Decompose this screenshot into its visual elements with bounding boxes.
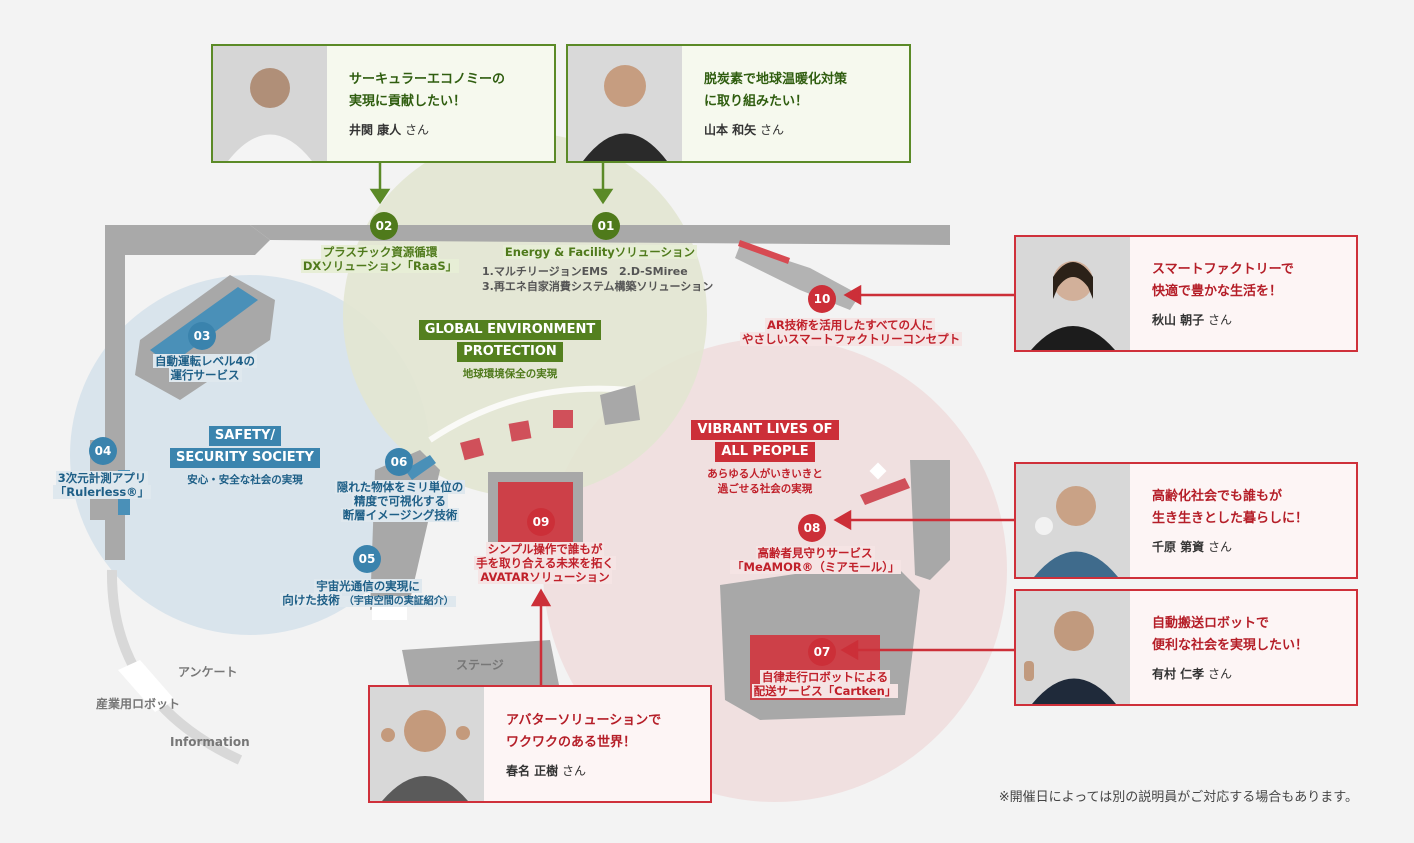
wall-left <box>105 225 270 560</box>
staff-message-line1: サーキュラーエコノミーの <box>349 72 506 87</box>
exhibit-01-number[interactable]: 01 <box>592 212 620 240</box>
exhibit-01-details: 1.マルチリージョンEMS 2.D-SMiree 3.再エネ自家消費システム構築… <box>482 265 714 293</box>
exhibit-10-label: AR技術を活用したすべての人に やさしいスマートファクトリーコンセプト <box>740 318 963 346</box>
exhibit-07-label: 自律走行ロボットによる 配送サービス「Cartken」 <box>751 670 899 698</box>
red-block-2 <box>508 420 532 442</box>
booth-08-screen <box>860 478 910 505</box>
theme-safety: SAFETY/ SECURITY SOCIETY 安心・安全な社会の実現 <box>160 424 330 487</box>
staff-message-line2: 快適で豊かな生活を！ <box>1152 284 1283 299</box>
stage-label: ステージ <box>456 658 504 672</box>
exhibit-03-number[interactable]: 03 <box>188 322 216 350</box>
exhibit-01-label: Energy & Facilityソリューション <box>502 245 698 259</box>
exhibit-06-label: 隠れた物体をミリ単位の 精度で可視化する 断層イメージング技術 <box>334 480 466 522</box>
staff-name: 秋山 朝子 <box>1152 313 1205 327</box>
staff-card: スマートファクトリーで快適で豊かな生活を！ 秋山 朝子 さん <box>1014 235 1358 352</box>
staff-suffix: さん <box>1208 667 1233 681</box>
staff-card: 自動搬送ロボットで便利な社会を実現したい！ 有村 仁孝 さん <box>1014 589 1358 706</box>
exhibit-04-number[interactable]: 04 <box>89 437 117 465</box>
person-icon <box>213 46 327 161</box>
staff-suffix: さん <box>562 763 587 778</box>
person-icon <box>1016 237 1130 350</box>
person-icon <box>1016 591 1130 704</box>
theme-lives: VIBRANT LIVES OF ALL PEOPLE あらゆる人がいきいきと過… <box>680 418 850 496</box>
staff-message-line1: 脱炭素で地球温暖化対策 <box>704 72 848 87</box>
robot-area-block <box>118 660 175 712</box>
center-arc <box>428 385 631 443</box>
accent-strip <box>738 240 790 264</box>
staff-name: 千原 第資 <box>1152 540 1205 554</box>
exhibit-05-number[interactable]: 05 <box>353 545 381 573</box>
green-arrows <box>369 162 614 205</box>
staff-photo <box>568 46 682 161</box>
staff-message-line2: 実現に貢献したい！ <box>349 94 467 109</box>
staff-suffix: さん <box>1208 540 1233 554</box>
staff-message-line2: ワクワクのある世界！ <box>506 734 637 750</box>
staff-message-line1: アバターソリューションで <box>506 712 662 728</box>
staff-message-line1: 自動搬送ロボットで <box>1152 616 1270 631</box>
person-icon <box>370 687 484 801</box>
staff-card: アバターソリューションでワクワクのある世界！ 春名 正樹 さん <box>368 685 712 803</box>
exhibit-03-label: 自動運転レベル4の 運行サービス <box>152 354 257 382</box>
staff-suffix: さん <box>760 123 785 137</box>
red-block-3 <box>553 410 573 428</box>
staff-message-line2: 生き生きとした暮らしに！ <box>1152 511 1309 526</box>
booth-center-gray <box>600 385 640 425</box>
exhibit-02-number[interactable]: 02 <box>370 212 398 240</box>
environment-zone-circle <box>343 133 707 497</box>
red-arrows <box>530 284 1016 686</box>
exhibit-04-label: 3次元計測アプリ 「Rulerless®」 <box>52 471 152 499</box>
exhibit-10-number[interactable]: 10 <box>808 285 836 313</box>
staff-name: 有村 仁孝 <box>1152 667 1205 681</box>
theme-environment: GLOBAL ENVIRONMENT PROTECTION 地球環境保全の実現 <box>410 318 610 381</box>
exhibit-06-number[interactable]: 06 <box>385 448 413 476</box>
red-block-1 <box>460 437 484 461</box>
staff-photo <box>1016 237 1130 350</box>
exhibit-08-label: 高齢者見守りサービス 「MeAMOR®（ミアモール）」 <box>730 546 902 574</box>
person-icon <box>1016 464 1130 577</box>
person-icon <box>568 46 682 161</box>
staff-message-line1: スマートファクトリーで <box>1152 262 1294 277</box>
staff-suffix: さん <box>405 123 430 137</box>
staff-photo <box>1016 464 1130 577</box>
exhibit-09-label: シンプル操作で誰もが 手を取り合える未来を拓く AVATARソリューション <box>474 542 616 584</box>
staff-name: 春名 正樹 <box>506 763 559 778</box>
information-label: Information <box>170 735 250 749</box>
booth-06-screen <box>405 455 436 480</box>
staff-card: 高齢化社会でも誰もが生き生きとした暮らしに！ 千原 第資 さん <box>1014 462 1358 579</box>
wall-diagonal <box>735 245 860 310</box>
exhibit-05-label: 宇宙光通信の実現に 向けた技術（宇宙空間の実証紹介） <box>280 579 456 607</box>
footnote: ※開催日によっては別の説明員がご対応する場合もあります。 <box>998 790 1358 805</box>
survey-label: アンケート <box>178 665 238 679</box>
staff-message-line1: 高齢化社会でも誰もが <box>1152 489 1283 504</box>
staff-message-line2: 便利な社会を実現したい！ <box>1152 638 1309 653</box>
staff-card: 脱炭素で地球温暖化対策に取り組みたい！ 山本 和矢 さん <box>566 44 911 163</box>
exhibit-07-number[interactable]: 07 <box>808 638 836 666</box>
staff-message-line2: に取り組みたい！ <box>704 94 809 109</box>
exhibit-02-label: プラスチック資源循環 DXソリューション「RaaS」 <box>300 245 460 273</box>
exhibit-08-number[interactable]: 08 <box>798 514 826 542</box>
exhibit-09-number[interactable]: 09 <box>527 508 555 536</box>
staff-photo <box>370 687 484 801</box>
booth-08-marker <box>869 462 887 480</box>
staff-suffix: さん <box>1208 313 1233 327</box>
staff-photo <box>213 46 327 161</box>
staff-name: 井関 康人 <box>349 123 402 137</box>
staff-name: 山本 和矢 <box>704 123 757 137</box>
robot-label: 産業用ロボット <box>96 697 181 711</box>
staff-card: サーキュラーエコノミーの実現に貢献したい！ 井関 康人 さん <box>211 44 556 163</box>
staff-photo <box>1016 591 1130 704</box>
